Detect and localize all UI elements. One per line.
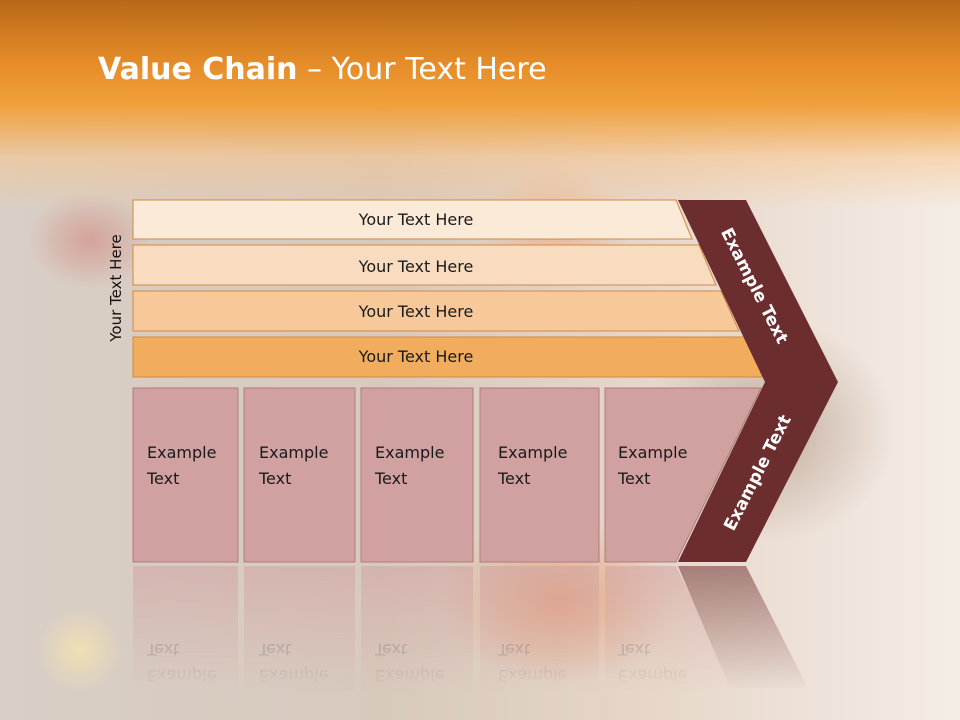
header-band <box>0 0 960 210</box>
primary-box-4[interactable] <box>479 387 600 563</box>
svg-text:Text: Text <box>374 640 407 659</box>
support-bar-1-label: Your Text Here <box>358 210 474 229</box>
svg-text:Example: Example <box>498 666 567 685</box>
primary-box-1-line2: Text <box>146 469 179 488</box>
svg-text:Text: Text <box>617 640 650 659</box>
svg-text:Example: Example <box>259 666 328 685</box>
support-bar-2-label: Your Text Here <box>358 257 474 276</box>
slide-title-bold: Value Chain <box>98 52 298 87</box>
slide-title: Value Chain – Your Text Here <box>98 52 547 87</box>
svg-text:Text: Text <box>146 640 179 659</box>
primary-box-1-line1: Example <box>147 443 216 462</box>
support-bar-3-label: Your Text Here <box>358 302 474 321</box>
svg-text:Example: Example <box>618 666 687 685</box>
primary-box-2-line2: Text <box>258 469 291 488</box>
svg-text:Text: Text <box>258 640 291 659</box>
support-bar-1[interactable] <box>132 199 693 240</box>
svg-text:Example: Example <box>375 666 444 685</box>
primary-box-5-line1: Example <box>618 443 687 462</box>
primary-box-4-line1: Example <box>498 443 567 462</box>
support-bar-3[interactable] <box>132 290 740 332</box>
primary-box-4-line2: Text <box>497 469 530 488</box>
primary-box-2-line1: Example <box>259 443 328 462</box>
support-bar-4-label: Your Text Here <box>358 347 474 366</box>
primary-box-3[interactable] <box>360 387 474 563</box>
primary-box-3-line1: Example <box>375 443 444 462</box>
margin-chevron[interactable] <box>678 200 838 562</box>
primary-box-5[interactable] <box>604 387 762 563</box>
primary-box-1[interactable] <box>132 387 239 563</box>
primary-box-5-line2: Text <box>617 469 650 488</box>
slide-title-rest: – Your Text Here <box>297 52 547 87</box>
primary-box-2[interactable] <box>243 387 356 563</box>
support-bar-2[interactable] <box>132 244 717 286</box>
svg-text:Text: Text <box>497 640 530 659</box>
primary-box-3-line2: Text <box>374 469 407 488</box>
svg-text:Example: Example <box>147 666 216 685</box>
diagram-reflection: Example Text Example Text Example Text E… <box>133 566 808 720</box>
